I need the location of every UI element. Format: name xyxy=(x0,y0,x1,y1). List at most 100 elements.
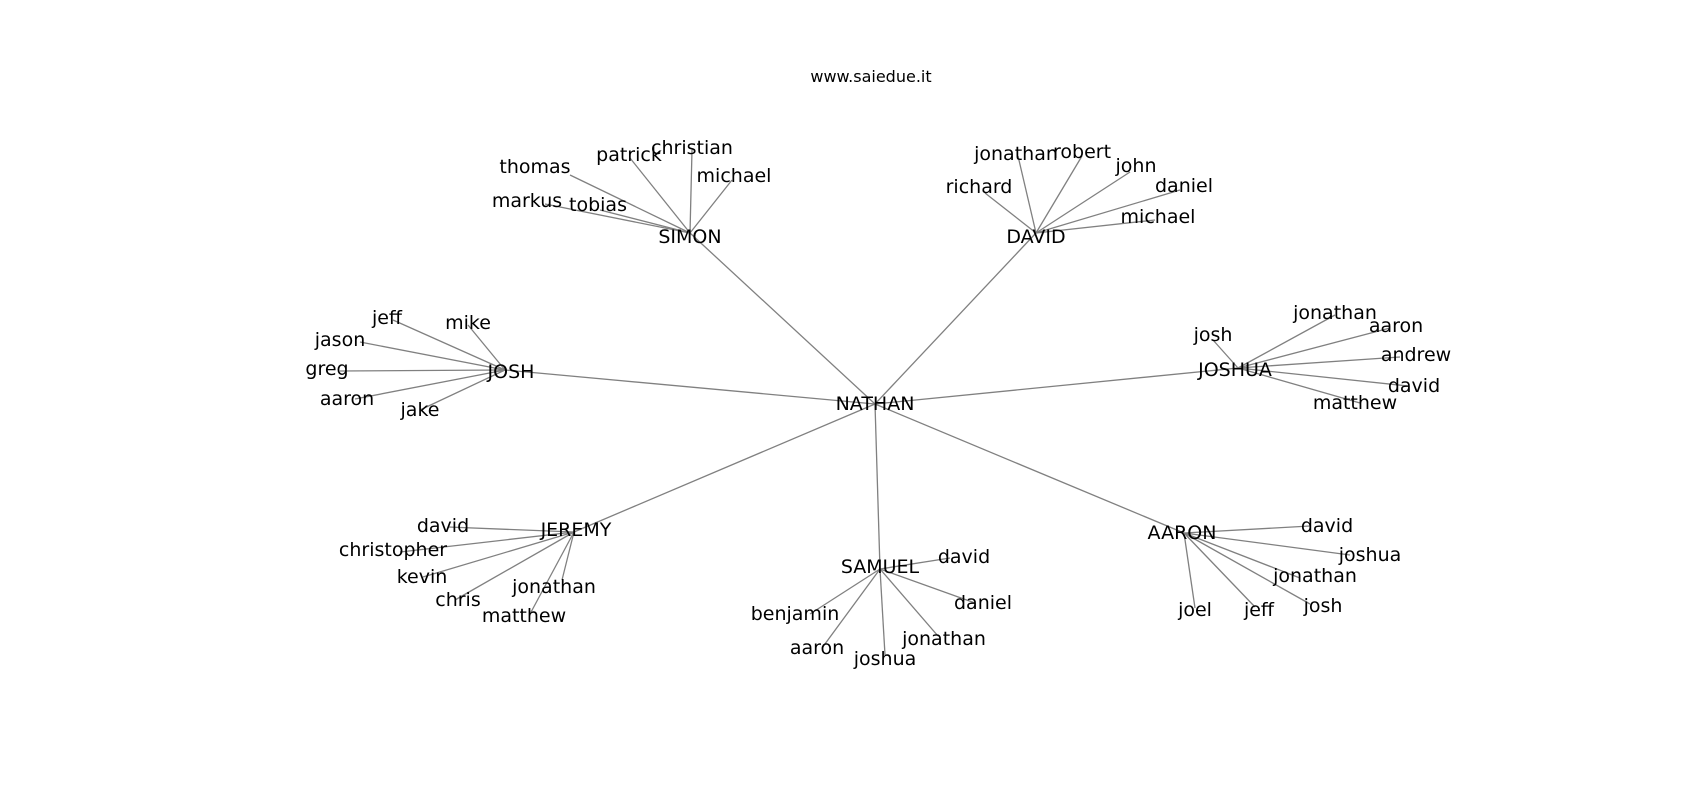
edge-joshua-josh xyxy=(1212,339,1239,369)
edge-joshua-david xyxy=(1237,367,1409,387)
leaf-node-label: joshua xyxy=(853,648,917,670)
leaf-node-label: markus xyxy=(492,190,562,212)
leaf-node-label: david xyxy=(1388,375,1440,397)
edge-josh-mike xyxy=(467,324,506,371)
leaf-node-label: mike xyxy=(445,312,491,334)
leaf-node-label: aaron xyxy=(320,388,374,410)
edge-josh-aaron xyxy=(354,369,506,400)
edge-simon-thomas xyxy=(569,174,691,234)
edge-josh-greg xyxy=(339,369,506,372)
edge-samuel-joshua xyxy=(879,568,886,656)
edge-samuel-aaron xyxy=(821,568,881,649)
leaf-node-label: jeff xyxy=(1243,599,1275,621)
leaf-node-label: benjamin xyxy=(751,603,840,625)
edge-samuel-daniel xyxy=(879,568,976,604)
root-node-label: NATHAN xyxy=(836,393,915,415)
leaf-node-label: david xyxy=(417,515,469,537)
leaf-node-label: thomas xyxy=(499,156,570,178)
edge-simon-christian xyxy=(689,149,693,234)
group-node-label: DAVID xyxy=(1006,226,1065,248)
edge-joshua-andrew xyxy=(1237,356,1401,369)
leaf-node-label: michael xyxy=(1121,206,1196,228)
leaf-node-label: matthew xyxy=(482,605,566,627)
leaf-node-label: michael xyxy=(697,165,772,187)
group-node-label: AARON xyxy=(1148,522,1217,544)
edge-david-robert xyxy=(1035,155,1083,234)
leaf-node-label: david xyxy=(1301,515,1353,537)
edge-simon-patrick xyxy=(629,157,691,234)
edge-samuel-david xyxy=(879,557,951,570)
edges xyxy=(339,149,1409,656)
edge-root-jeremy xyxy=(573,403,876,533)
site-label: www.saiedue.it xyxy=(810,67,931,86)
group-node-label: JEREMY xyxy=(540,519,612,541)
leaf-node-label: greg xyxy=(305,358,348,380)
edge-david-john xyxy=(1035,171,1131,234)
edge-root-josh xyxy=(504,369,876,405)
edge-aaron-joshua xyxy=(1183,532,1351,556)
edge-root-joshua xyxy=(874,367,1239,405)
edge-joshua-matthew xyxy=(1237,367,1361,404)
edge-jeremy-david xyxy=(447,526,575,533)
edge-jeremy-christopher xyxy=(399,531,575,553)
leaf-node-label: robert xyxy=(1053,141,1111,163)
leaf-node-label: christian xyxy=(651,137,733,159)
edge-root-david xyxy=(874,232,1037,405)
leaf-node-label: aaron xyxy=(1369,315,1423,337)
edge-jeremy-jonathan xyxy=(561,531,575,581)
leaf-node-label: joshua xyxy=(1338,544,1402,566)
edge-jeremy-chris xyxy=(454,531,575,601)
leaf-node-label: jake xyxy=(400,399,440,421)
leaf-node-label: matthew xyxy=(1313,392,1397,414)
leaf-node-label: david xyxy=(938,546,990,568)
edge-simon-markus xyxy=(544,203,691,234)
edge-david-richard xyxy=(984,192,1037,234)
edge-simon-tobias xyxy=(599,209,691,234)
edge-aaron-david xyxy=(1183,525,1311,534)
leaf-node-label: jonathan xyxy=(1272,565,1357,587)
leaf-node-label: christopher xyxy=(339,539,447,561)
leaf-node-label: jeff xyxy=(371,307,403,329)
leaf-node-label: richard xyxy=(946,176,1013,198)
leaf-node-label: jonathan xyxy=(973,143,1058,165)
edge-josh-jeff xyxy=(392,319,506,371)
edge-david-daniel xyxy=(1035,189,1181,234)
edge-samuel-jonathan xyxy=(879,568,939,637)
edge-samuel-benjamin xyxy=(809,568,881,615)
edge-jeremy-kevin xyxy=(422,531,575,578)
group-node-label: JOSH xyxy=(487,361,535,383)
edge-david-michael xyxy=(1035,219,1156,234)
leaf-node-label: joel xyxy=(1177,599,1212,621)
leaf-node-label: aaron xyxy=(790,637,844,659)
edge-josh-jason xyxy=(359,341,506,371)
edge-root-aaron xyxy=(874,403,1185,534)
leaf-node-label: tobias xyxy=(569,194,627,216)
leaf-node-label: kevin xyxy=(397,566,448,588)
edge-aaron-josh xyxy=(1183,532,1311,605)
edge-josh-jake xyxy=(419,369,506,411)
group-node-label: SAMUEL xyxy=(841,556,920,578)
leaf-node-label: john xyxy=(1115,155,1157,177)
group-node-label: JOSHUA xyxy=(1197,359,1272,381)
leaf-node-label: daniel xyxy=(1155,175,1213,197)
edge-simon-michael xyxy=(689,179,733,234)
edge-david-jonathan xyxy=(1017,155,1037,234)
edge-joshua-aaron xyxy=(1237,327,1391,369)
edge-root-simon xyxy=(689,232,876,405)
edge-aaron-joel xyxy=(1183,532,1196,609)
edge-joshua-jonathan xyxy=(1237,314,1336,369)
leaf-node-label: jonathan xyxy=(901,628,986,650)
leaf-node-label: daniel xyxy=(954,592,1012,614)
leaf-node-label: patrick xyxy=(596,144,662,166)
leaf-node-label: jonathan xyxy=(1292,302,1377,324)
edge-jeremy-matthew xyxy=(529,531,575,615)
group-node-label: SIMON xyxy=(658,226,721,248)
leaf-node-label: chris xyxy=(435,589,480,611)
edge-aaron-jonathan xyxy=(1183,532,1301,579)
edge-root-samuel xyxy=(874,403,881,570)
leaf-node-label: josh xyxy=(1193,324,1233,346)
leaf-node-label: jonathan xyxy=(511,576,596,598)
leaf-node-label: andrew xyxy=(1381,344,1451,366)
